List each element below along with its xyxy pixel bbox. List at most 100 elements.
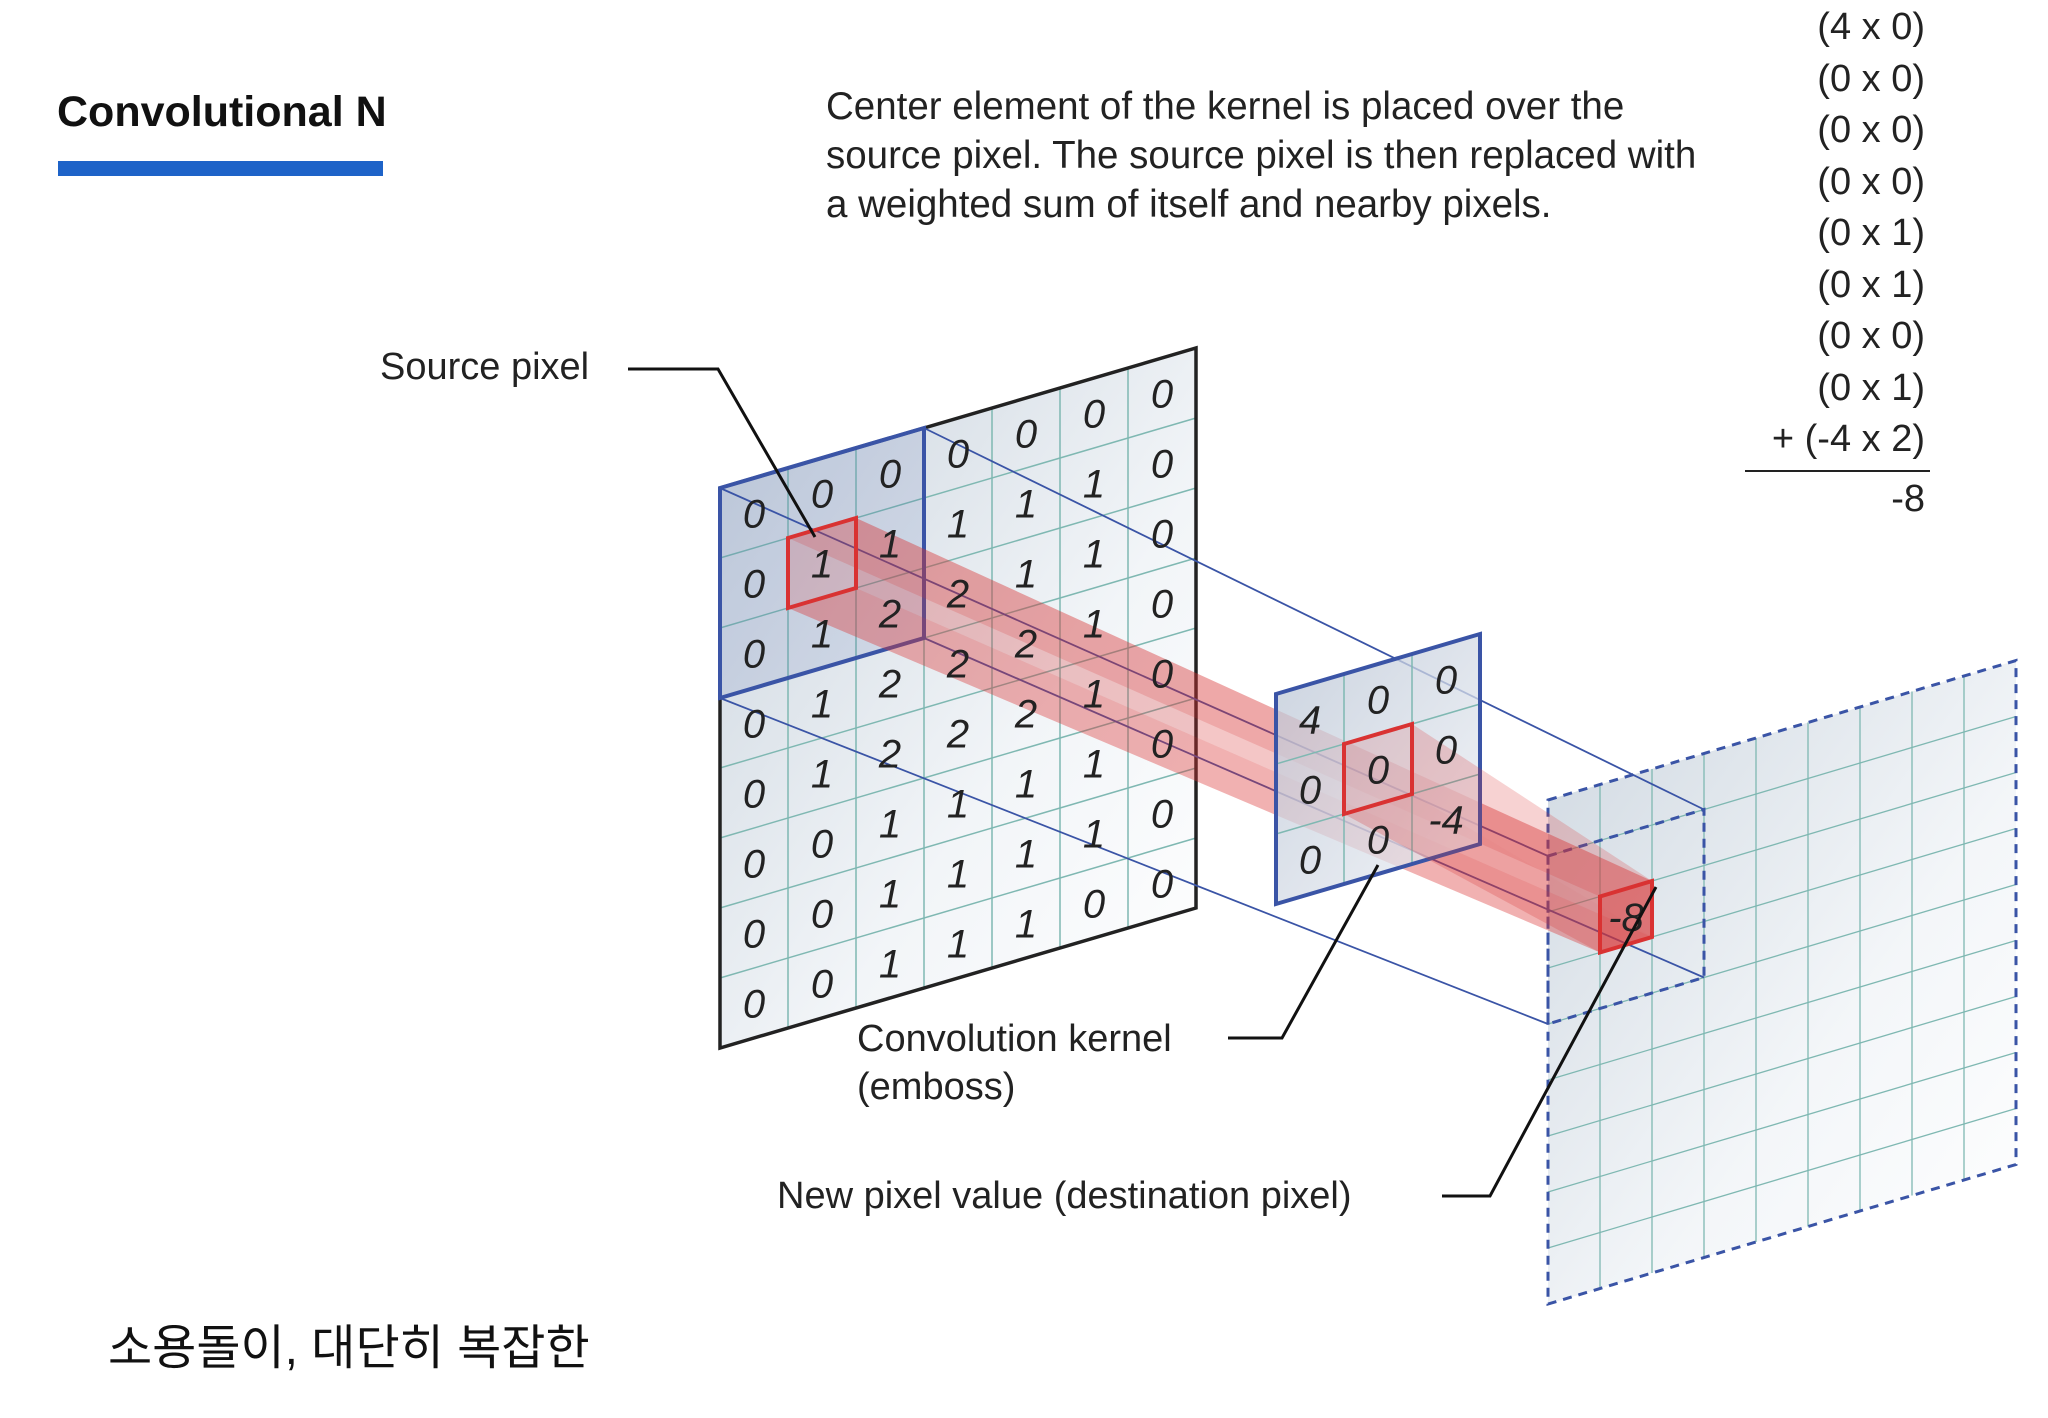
calc-line: (0 x 0) [1817, 315, 1925, 357]
kernel-cell-value: 0 [1367, 748, 1389, 792]
caption-text: 소용돌이, 대단히 복잡한 [108, 1322, 590, 1375]
source-cell-value: 0 [811, 472, 833, 516]
kernel-center-box [1342, 721, 1414, 817]
source-cell-value: 0 [947, 432, 969, 476]
kernel-cell-value: 0 [1367, 678, 1389, 722]
source-cell-value: 0 [1151, 442, 1173, 486]
source-cell-value: 1 [1015, 832, 1037, 876]
destination-grid-background [1548, 660, 2016, 1304]
source-cell-value: 1 [879, 942, 901, 986]
source-cell-value: 1 [811, 682, 833, 726]
source-cell-value: 1 [811, 542, 833, 586]
source-cell-value: 0 [811, 822, 833, 866]
source-grid-border [718, 345, 1198, 1051]
source-cell-value: 2 [1014, 622, 1037, 666]
source-cell-value: 1 [1083, 602, 1105, 646]
sum-rule [1745, 470, 1930, 472]
destination-pixel-box [1598, 878, 1654, 956]
destination-grid-line [1547, 883, 2017, 1025]
source-cell-value: 0 [811, 962, 833, 1006]
new-pixel-label: New pixel value (destination pixel) [777, 1175, 1352, 1217]
source-cell-value: 1 [811, 752, 833, 796]
calc-line: (0 x 0) [1817, 160, 1925, 203]
source-cell-value: 0 [1083, 392, 1105, 436]
source-cell-value: 0 [1151, 372, 1173, 416]
source-cell-value: 0 [743, 842, 765, 886]
source-cell-value: 0 [743, 562, 765, 606]
source-cell-value: 1 [947, 502, 969, 546]
kernel-cell-value: 4 [1299, 698, 1321, 742]
kernel-border [1274, 631, 1482, 907]
source-pixel-leader [628, 367, 817, 538]
kernel-cell-value: 0 [1367, 818, 1389, 862]
new-pixel-leader [1442, 886, 1658, 1198]
source-cell-value: 1 [1015, 482, 1037, 526]
kernel-cell-value: -4 [1428, 798, 1464, 842]
projection-line [923, 427, 1705, 811]
source-cell-value: 1 [947, 782, 969, 826]
source-cell-value: 0 [1151, 792, 1173, 836]
beam-front [1412, 724, 1652, 937]
source-cell-value: 1 [1083, 532, 1105, 576]
source-cell-value: 0 [743, 772, 765, 816]
kernel-leader [1228, 864, 1380, 1040]
source-cell-value: 1 [1015, 762, 1037, 806]
source-grid-line [719, 767, 1197, 909]
calculation-result: -8 [1891, 478, 1925, 520]
projection-line [719, 697, 1549, 1025]
calc-line: (0 x 1) [1817, 212, 1925, 254]
source-cell-value: 2 [878, 662, 901, 706]
kernel-background [1276, 634, 1480, 904]
beam-front [1344, 794, 1652, 953]
source-cell-value: 1 [1015, 552, 1037, 596]
source-cell-value: 2 [946, 572, 969, 616]
source-cell-value: 0 [1151, 862, 1173, 906]
source-cell-value: 1 [947, 852, 969, 896]
calc-line: (4 x 0) [1817, 6, 1925, 48]
calc-line: + (-4 x 2) [1771, 418, 1925, 460]
source-cell-value: 2 [878, 732, 901, 776]
destination-grid-line [1547, 1051, 2017, 1193]
destination-grid-line [1547, 995, 2017, 1137]
source-cell-value: 2 [946, 642, 969, 686]
source-cell-value: 0 [1151, 582, 1173, 626]
title-underline-bar [58, 161, 383, 176]
kernel-cell-value: 0 [1435, 658, 1457, 702]
description-text: Center element of the kernel is placed o… [826, 85, 1697, 226]
source-cell-value: 0 [1015, 412, 1037, 456]
source-cell-value: 0 [743, 492, 765, 536]
source-cell-value: 0 [1083, 882, 1105, 926]
kernel-cell-value: 0 [1299, 768, 1321, 812]
source-cell-value: 0 [1151, 512, 1173, 556]
source-cell-value: 2 [878, 592, 901, 636]
source-cell-value: 0 [743, 982, 765, 1026]
source-cell-value: 1 [879, 872, 901, 916]
destination-grid-border [1546, 658, 2018, 1307]
source-cell-value: 1 [811, 612, 833, 656]
source-cell-value: 1 [947, 922, 969, 966]
calc-line: (0 x 0) [1817, 109, 1925, 151]
source-cell-value: 0 [811, 892, 833, 936]
page-title: Convolutional N [57, 88, 387, 136]
calc-line: (0 x 1) [1817, 366, 1925, 409]
destination-window [1546, 807, 1706, 1027]
source-cell-value: 1 [879, 522, 901, 566]
source-grid-line [719, 837, 1197, 979]
source-grid-line [719, 627, 1197, 769]
source-cell-value: 1 [1083, 812, 1105, 856]
source-pixel-label: Source pixel [380, 346, 590, 388]
destination-grid-line [1547, 939, 2017, 1081]
source-pixel-box [786, 515, 858, 611]
source-cell-value: 2 [946, 712, 969, 756]
convolution-kernel-label: Convolution kernel [857, 1018, 1172, 1060]
calc-line: (0 x 1) [1817, 263, 1925, 306]
source-cell-value: 0 [1151, 652, 1173, 696]
source-cell-value: 0 [879, 452, 901, 496]
destination-grid-line [1547, 1107, 2017, 1249]
source-cell-value: 1 [1083, 462, 1105, 506]
calculation-column: (4 x 0) (0 x 0) (0 x 0) (0 x 0) (0 x 1) (0 x … [1745, 2, 1925, 466]
emboss-label: (emboss) [857, 1066, 1016, 1108]
calc-line: (0 x 0) [1817, 57, 1925, 100]
